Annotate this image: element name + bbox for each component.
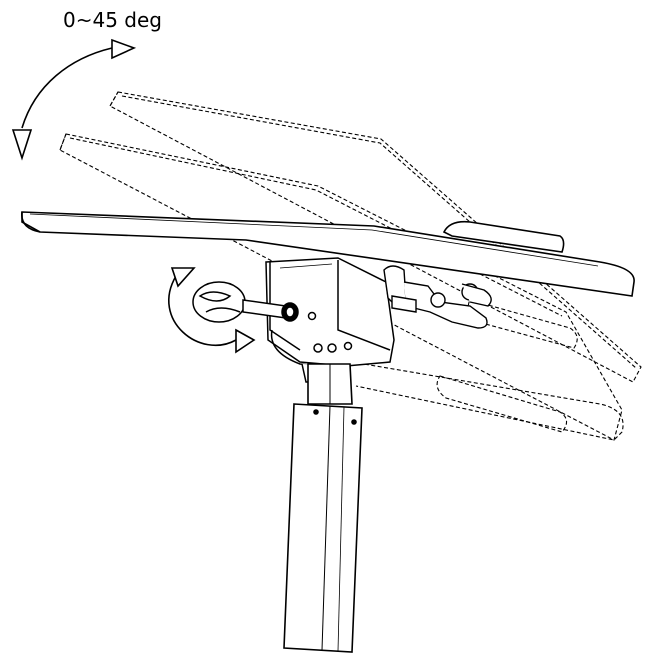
panel-flat xyxy=(21,211,635,297)
panel-tilted-max xyxy=(109,91,642,383)
curved-double-arrow-icon xyxy=(11,38,137,161)
circular-rotate-arrow-icon xyxy=(168,267,256,354)
support-post xyxy=(283,363,363,653)
latch-mechanism xyxy=(383,265,492,329)
screwdriver-icon xyxy=(192,281,299,323)
tilt-angle-label: 0~45 deg xyxy=(63,8,162,32)
